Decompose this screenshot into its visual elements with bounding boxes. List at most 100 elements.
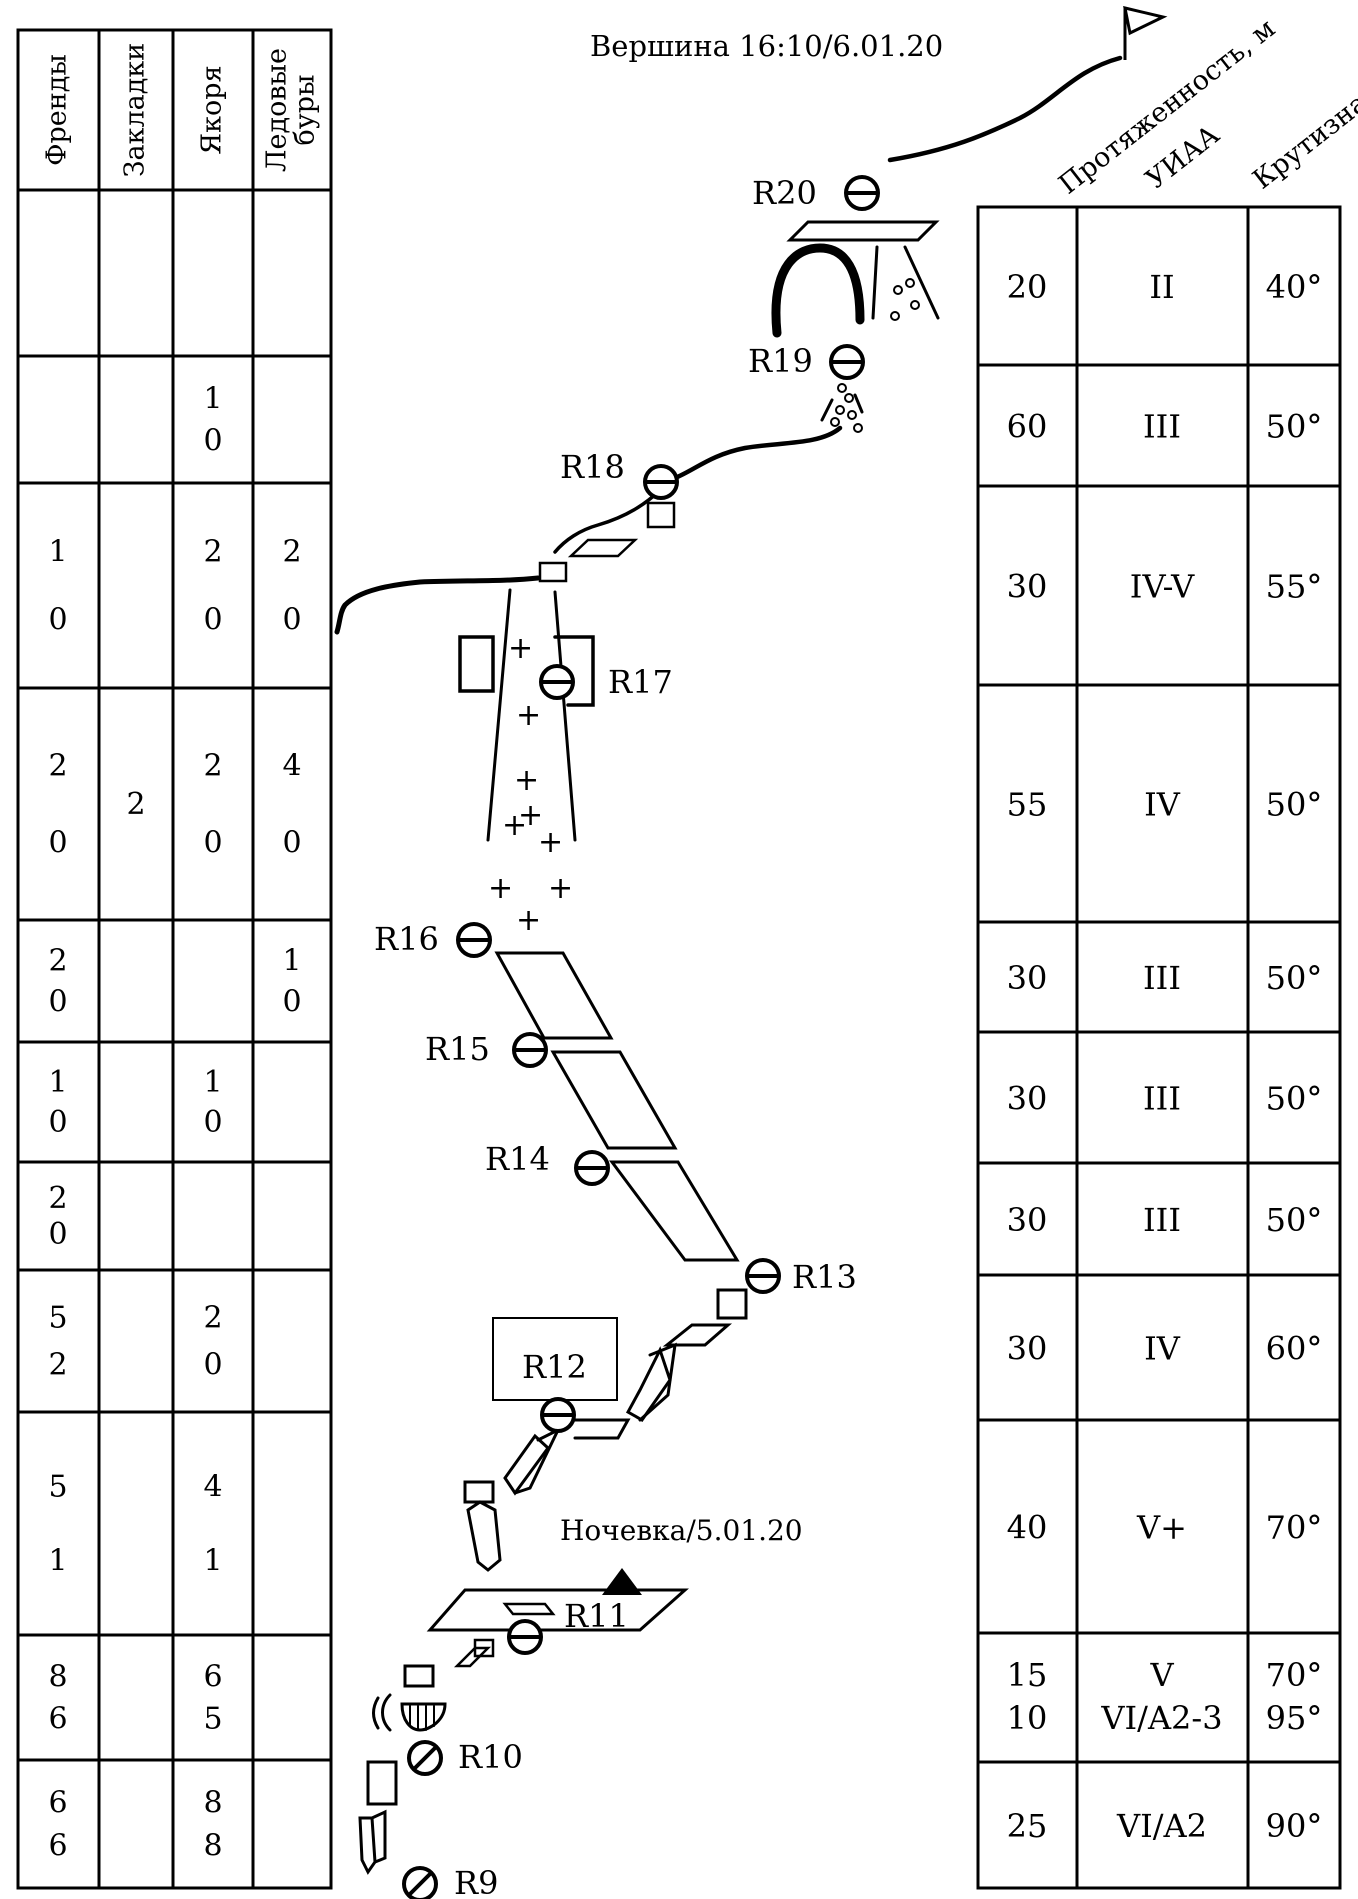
left-cell-r7-c2: 0 [203, 1348, 222, 1383]
right-cell-r8-slope: 70° [1266, 1509, 1323, 1547]
right-cell-r9-slope: 70° [1266, 1656, 1323, 1694]
right-cell-r0-slope: 40° [1266, 268, 1323, 306]
left-cell-r4-c3: 1 [282, 944, 301, 979]
summit-flag-icon [1123, 6, 1168, 60]
right-header-2: Крутизна [1247, 87, 1358, 195]
anchor-label: R11 [564, 1597, 629, 1635]
right-cell-r3-uiaa: IV [1144, 786, 1181, 824]
anchor-r19: R19 [748, 342, 865, 380]
svg-text:+: + [508, 631, 533, 666]
left-header-0: Френды [42, 54, 73, 166]
anchor-label: R10 [458, 1738, 523, 1776]
left-cell-r5-c0: 1 [48, 1065, 67, 1100]
left-cell-r7-c2: 2 [203, 1300, 222, 1335]
left-cell-r2-c2: 0 [203, 603, 222, 638]
left-cell-r8-c2: 1 [203, 1544, 222, 1579]
anchor-label: R20 [752, 174, 817, 212]
left-cell-r5-c2: 1 [203, 1065, 222, 1100]
left-cell-r7-c0: 5 [48, 1300, 67, 1335]
left-cell-r8-c0: 1 [48, 1544, 67, 1579]
left-cell-r2-c0: 0 [48, 603, 67, 638]
svg-text:+: + [516, 698, 541, 733]
left-cell-r2-c0: 1 [48, 534, 67, 569]
right-cell-r6-slope: 50° [1266, 1201, 1323, 1239]
anchor-r13: R13 [745, 1258, 857, 1296]
left-cell-r9-c2: 5 [203, 1701, 222, 1736]
right-cell-r4-uiaa: III [1143, 959, 1181, 997]
left-cell-r6-c0: 0 [48, 1217, 67, 1252]
summit-label: Вершина 16:10/6.01.20 [590, 29, 943, 63]
anchor-r10: R10 [407, 1738, 523, 1776]
left-cell-r1-c2: 0 [203, 424, 222, 459]
left-cell-r3-c0: 2 [48, 748, 67, 783]
left-cell-r10-c0: 6 [48, 1828, 67, 1863]
right-cell-r9-slope: 95° [1266, 1699, 1323, 1737]
anchor-r17: R17 [539, 663, 673, 701]
left-cell-r10-c2: 8 [203, 1828, 222, 1863]
left-header-2: Якоря [197, 65, 228, 154]
right-cell-r1-slope: 50° [1266, 408, 1323, 446]
left-header-1: Закладки [120, 43, 151, 178]
anchor-label: R15 [425, 1030, 490, 1068]
anchor-label: R9 [454, 1864, 498, 1899]
anchor-r20: R20 [752, 174, 880, 212]
right-cell-r7-uiaa: IV [1144, 1330, 1181, 1368]
left-cell-r6-c0: 2 [48, 1181, 67, 1216]
right-cell-r0-length: 20 [1007, 268, 1048, 306]
right-cell-r10-uiaa: VI/A2 [1116, 1807, 1207, 1845]
anchor-r16: R16 [374, 920, 492, 958]
left-cell-r10-c2: 8 [203, 1786, 222, 1821]
anchor-label: R18 [560, 448, 625, 486]
anchor-r9: R9 [402, 1864, 498, 1899]
left-gear-table [16, 28, 333, 1890]
svg-text:+: + [514, 763, 539, 798]
right-cell-r3-length: 55 [1007, 786, 1048, 824]
right-cell-r4-slope: 50° [1266, 959, 1323, 997]
right-cell-r6-length: 30 [1007, 1201, 1048, 1239]
anchor-label: R12 [522, 1348, 587, 1386]
anchor-r11: R11 [507, 1597, 629, 1655]
right-cell-r2-uiaa: IV-V [1130, 568, 1195, 606]
right-cell-r9-length: 15 [1007, 1656, 1048, 1694]
svg-text:+: + [518, 798, 543, 833]
right-cell-r5-slope: 50° [1266, 1080, 1323, 1118]
left-cell-r8-c2: 4 [203, 1469, 222, 1504]
left-cell-r10-c0: 6 [48, 1786, 67, 1821]
left-cell-r9-c2: 6 [203, 1660, 222, 1695]
anchor-r14: R14 [485, 1140, 610, 1186]
left-cell-r2-c3: 0 [282, 603, 301, 638]
right-cell-r7-length: 30 [1007, 1330, 1048, 1368]
right-cell-r3-slope: 50° [1266, 786, 1323, 824]
left-cell-r4-c3: 0 [282, 984, 301, 1019]
right-cell-r9-length: 10 [1007, 1699, 1048, 1737]
left-cell-r9-c0: 6 [48, 1701, 67, 1736]
right-cell-r0-uiaa: II [1149, 268, 1174, 306]
right-cell-r10-slope: 90° [1266, 1807, 1323, 1845]
left-cell-r3-c3: 0 [282, 826, 301, 861]
left-header-3: Ледовые [262, 48, 293, 172]
right-cell-r5-uiaa: III [1143, 1080, 1181, 1118]
left-cell-r2-c3: 2 [282, 534, 301, 569]
left-cell-r5-c0: 0 [48, 1105, 67, 1140]
left-cell-r3-c3: 4 [282, 748, 301, 783]
anchor-label: R16 [374, 920, 439, 958]
left-cell-r7-c0: 2 [48, 1348, 67, 1383]
left-table-cells: 1010202020220402010101020522051418665668… [48, 381, 301, 1863]
right-pitch-table [976, 205, 1342, 1890]
svg-text:+: + [538, 825, 563, 860]
left-cell-r3-c0: 0 [48, 826, 67, 861]
anchor-label: R19 [748, 342, 813, 380]
right-cell-r9-uiaa: VI/A2-3 [1100, 1699, 1222, 1737]
svg-text:+: + [516, 903, 541, 938]
ice-marks: + + + + + + + + + [488, 631, 573, 938]
right-cell-r1-uiaa: III [1143, 408, 1181, 446]
anchor-label: R13 [792, 1258, 857, 1296]
left-header-3b: буры [290, 75, 321, 146]
right-cell-r10-length: 25 [1007, 1807, 1048, 1845]
svg-text:+: + [488, 871, 513, 906]
left-cell-r4-c0: 0 [48, 984, 67, 1019]
right-cell-r7-slope: 60° [1266, 1330, 1323, 1368]
